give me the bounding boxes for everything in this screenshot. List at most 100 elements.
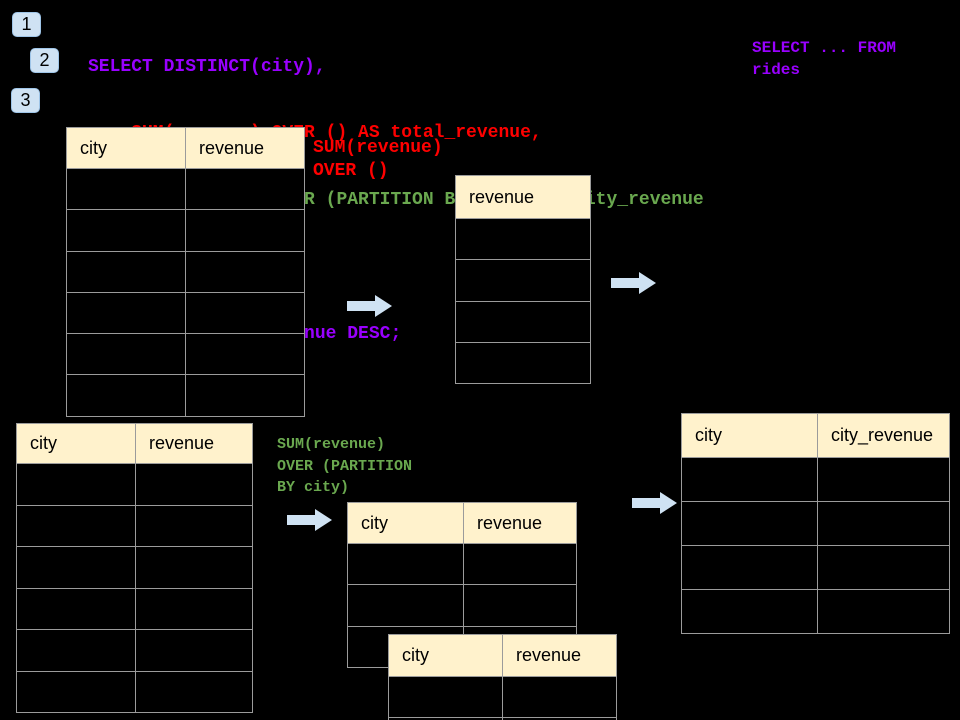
select-from-rides-snippet: SELECT ... FROM rides: [752, 39, 897, 79]
table-row: [348, 585, 577, 627]
table-row: [17, 671, 253, 713]
label-sum-over-total: SUM(revenue) OVER (): [313, 138, 443, 181]
table-cell: [682, 502, 818, 546]
table-row: [67, 169, 305, 211]
table-cell: [456, 342, 591, 385]
table-row: [456, 301, 591, 343]
table-row: [67, 334, 305, 376]
arrow-right-icon: [632, 492, 677, 514]
table-row: [17, 630, 253, 672]
table-cell: [456, 219, 591, 261]
table-cell: [17, 547, 136, 589]
table-cell: [464, 585, 577, 627]
column-header: city: [17, 424, 136, 464]
table-cell: [682, 590, 818, 634]
table-row: [17, 588, 253, 630]
table-row: [67, 292, 305, 335]
table-cell: [17, 505, 136, 547]
table-cell: [818, 502, 950, 546]
table-cell: [136, 588, 253, 630]
table-row: [456, 342, 591, 385]
table-cell: [67, 169, 186, 211]
column-header: city: [348, 503, 464, 544]
table-cell: [186, 334, 305, 376]
table-row: [389, 718, 617, 720]
table-cell: [503, 718, 617, 720]
table-cell: [136, 505, 253, 547]
table-cell: [818, 458, 950, 502]
table-cell: [186, 292, 305, 335]
table-cell: [136, 464, 253, 506]
sql-line-select: SELECT DISTINCT(city),: [88, 56, 326, 77]
table-cell: [818, 590, 950, 634]
table-cell: [17, 630, 136, 672]
table-row: [682, 458, 950, 502]
step-badge-3: 3: [11, 88, 40, 113]
table-cell: [348, 585, 464, 627]
arrow-right-icon: [287, 509, 332, 531]
table-cell: [67, 251, 186, 293]
table-row: [17, 547, 253, 589]
table-cell: [818, 546, 950, 590]
table-row: [682, 502, 950, 546]
table-cell: [17, 588, 136, 630]
table-row: [682, 546, 950, 590]
table-cell: [67, 292, 186, 335]
table-row: [456, 219, 591, 261]
table-cell: [456, 260, 591, 302]
table-row: [389, 677, 617, 718]
column-header: city: [67, 128, 186, 169]
table-row: [348, 544, 577, 586]
column-header: revenue: [186, 128, 305, 169]
table-cell: [136, 547, 253, 589]
column-header: revenue: [503, 635, 617, 677]
arrow-right-icon: [347, 295, 392, 317]
column-header: revenue: [456, 176, 591, 219]
arrow-right-icon: [611, 272, 656, 294]
column-header: city_revenue: [818, 414, 950, 458]
column-header: city: [682, 414, 818, 458]
table-cell: [186, 169, 305, 211]
table-cell: [67, 334, 186, 376]
table-row: [682, 590, 950, 634]
table-cell: [348, 544, 464, 586]
table-row: [17, 505, 253, 547]
column-header: revenue: [136, 424, 253, 464]
table-cell: [389, 718, 503, 720]
table-cell: [389, 677, 503, 718]
step-badge-2: 2: [30, 48, 59, 73]
table-header-row: revenue: [456, 176, 591, 219]
table-cell: [186, 210, 305, 252]
label-sum-over-partition: SUM(revenue) OVER (PARTITION BY city): [277, 436, 413, 496]
table-row: [456, 260, 591, 302]
table-cell: [186, 375, 305, 417]
table-row: [17, 464, 253, 506]
table-cell: [682, 546, 818, 590]
table-cell: [17, 671, 136, 713]
table-total-revenue: revenue: [455, 175, 591, 385]
table-row: [67, 375, 305, 417]
table-cell: [67, 210, 186, 252]
step-badge-1: 1: [12, 12, 41, 37]
table-cell: [186, 251, 305, 293]
table-row: [67, 210, 305, 252]
table-cell: [136, 630, 253, 672]
table-row: [67, 251, 305, 293]
table-cell: [456, 301, 591, 343]
table-cell: [136, 671, 253, 713]
table-cell: [17, 464, 136, 506]
table-cell: [67, 375, 186, 417]
table-cell: [682, 458, 818, 502]
column-header: city: [389, 635, 503, 677]
